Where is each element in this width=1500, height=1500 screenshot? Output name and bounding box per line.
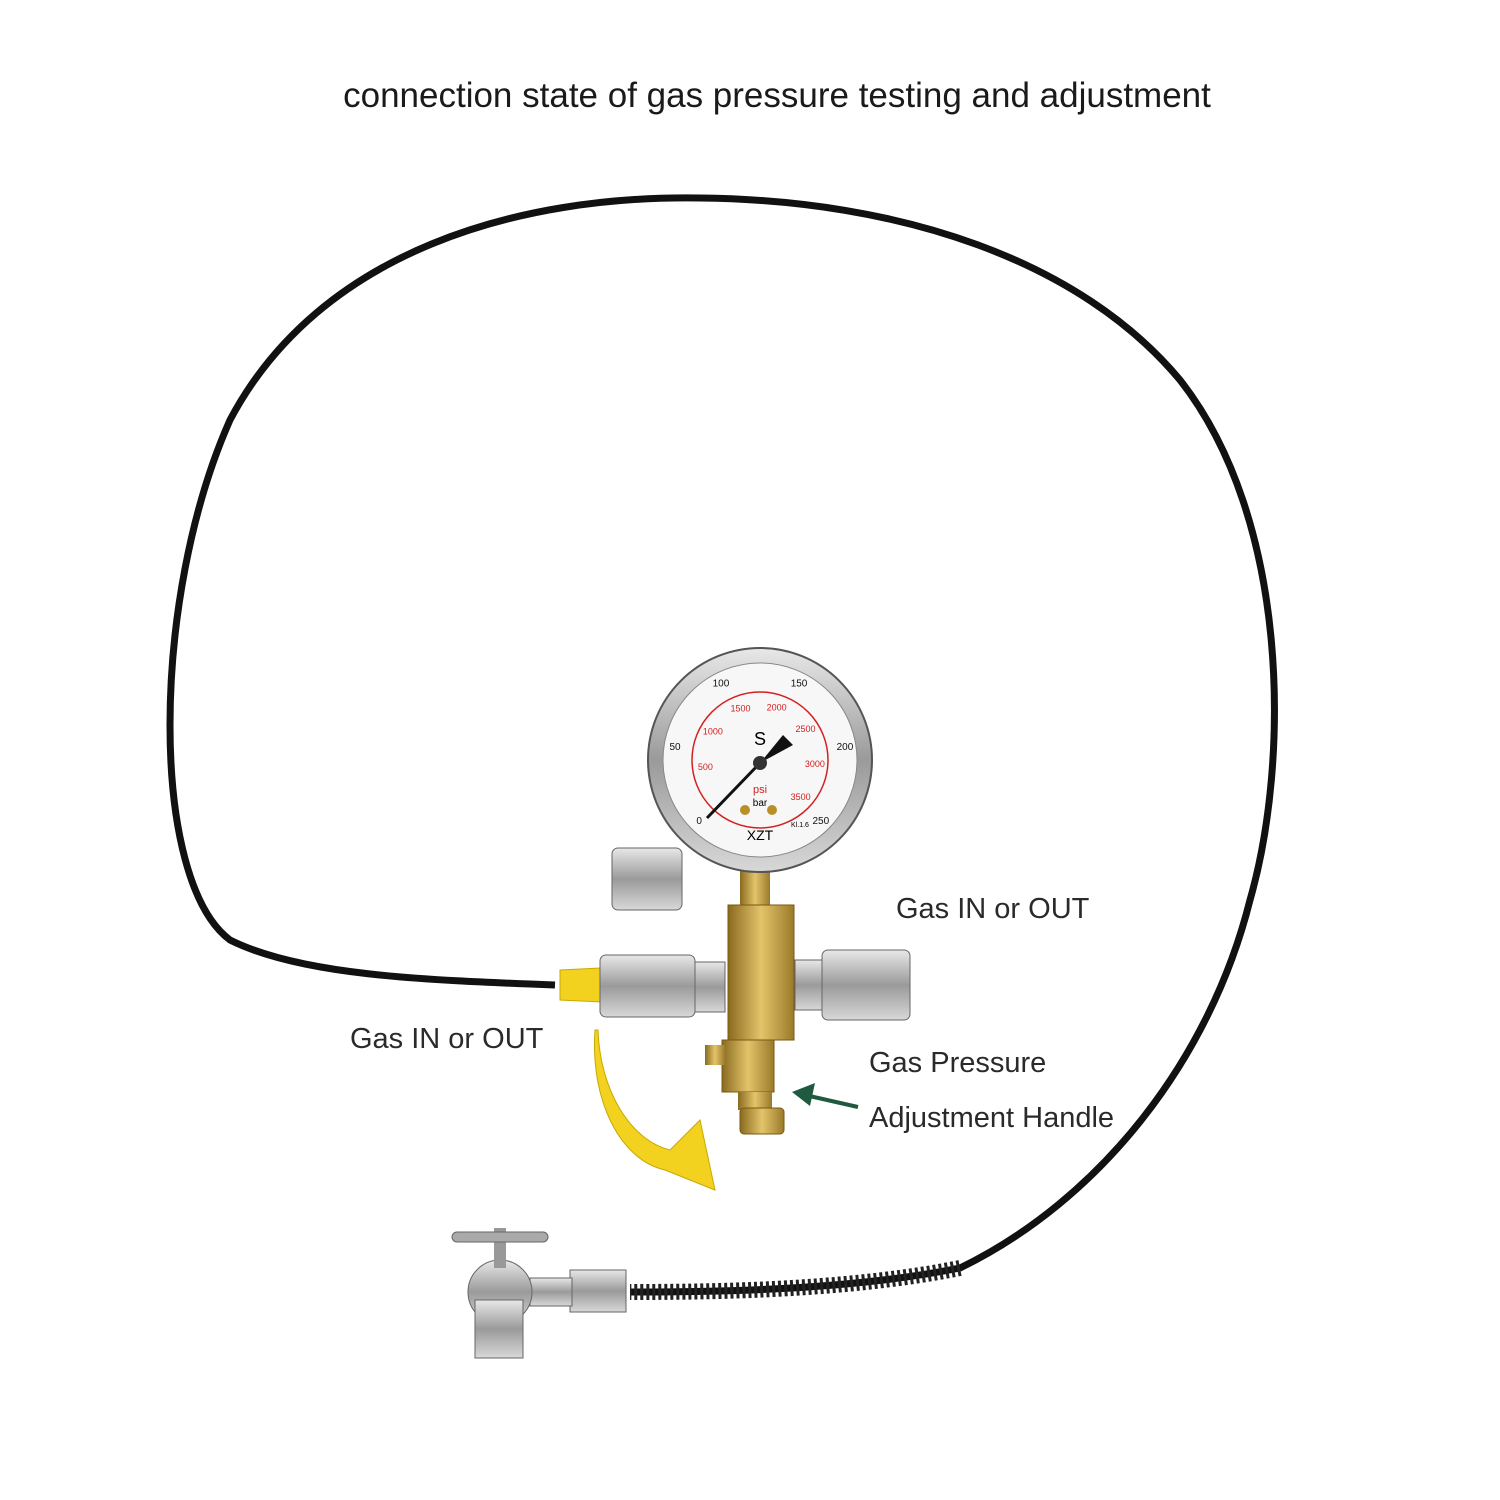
bar-tick-label: 0 xyxy=(696,816,702,827)
gauge-unit-psi: psi xyxy=(753,784,767,796)
gauge-brand: XZT xyxy=(747,827,774,843)
bar-tick-label: 100 xyxy=(713,679,730,690)
bleed-nipple xyxy=(705,1045,725,1065)
gauge-needle xyxy=(705,761,762,820)
pressure-gauge: 0 50 100 150 200 250 500 1000 1500 2000 2500 3000 35… xyxy=(647,647,873,873)
hex-nut xyxy=(794,959,826,1011)
bar-tick-label: 200 xyxy=(837,742,854,753)
psi-tick-label: 500 xyxy=(698,762,713,772)
gauge-unit-bar: bar xyxy=(753,798,768,809)
elbow-fitting xyxy=(451,1228,627,1359)
label-adjustment-line1: Gas Pressure xyxy=(869,1047,1047,1079)
psi-tick-label: 1500 xyxy=(731,704,751,714)
valve-neck xyxy=(738,1092,772,1110)
psi-tick-label: 3500 xyxy=(791,792,811,802)
right-coupler xyxy=(821,949,911,1021)
page-title: connection state of gas pressure testing… xyxy=(343,76,1211,115)
brass-body xyxy=(727,904,795,1041)
psi-tick-label: 3000 xyxy=(805,759,825,769)
left-coupler xyxy=(599,954,696,1018)
adjustment-handle xyxy=(739,1107,785,1135)
psi-tick-label: 2000 xyxy=(767,703,787,713)
label-gas-in-out-right: Gas IN or OUT xyxy=(896,893,1090,925)
psi-tick-label: 2500 xyxy=(795,724,815,734)
bar-tick-label: 150 xyxy=(791,679,808,690)
psi-tick-label: 1000 xyxy=(703,727,723,737)
label-gas-in-out-left: Gas IN or OUT xyxy=(350,1023,544,1055)
valve-body xyxy=(721,1039,775,1093)
hose xyxy=(166,194,1278,1296)
arrow-icon xyxy=(792,1083,859,1109)
gauge-class: Kl.1.6 xyxy=(791,822,809,829)
dust-cap xyxy=(611,847,683,911)
gauge-symbol: S xyxy=(754,729,766,749)
hex-nut xyxy=(694,961,726,1013)
bar-tick-label: 250 xyxy=(812,816,829,827)
bar-tick-label: 50 xyxy=(669,742,681,753)
label-adjustment-line2: Adjustment Handle xyxy=(869,1102,1115,1134)
